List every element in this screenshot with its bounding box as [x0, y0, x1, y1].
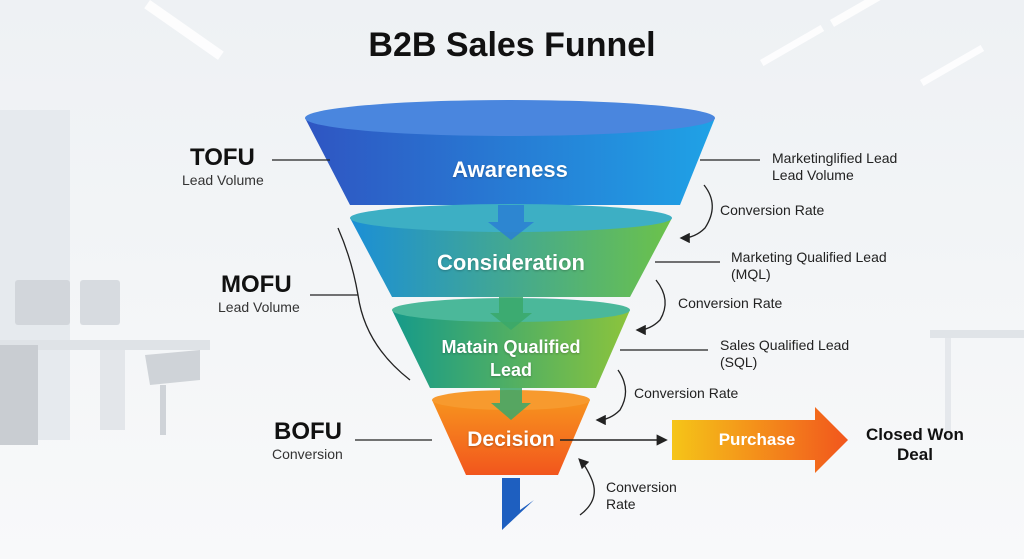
closed-won-line2: Deal: [897, 445, 933, 464]
conversion-rate-4-line1: Conversion: [606, 479, 677, 495]
stage-awareness-label: Awareness: [452, 157, 568, 182]
note-mql-line2: (MQL): [731, 266, 771, 282]
stage-awareness-shape: [305, 100, 715, 205]
bottom-down-arrow: [502, 478, 534, 530]
bofu-title: BOFU: [274, 418, 342, 445]
conversion-rate-4-line2: Rate: [606, 496, 636, 512]
stage-qualified-lead-line2: Lead: [489, 360, 532, 380]
stage-consideration-label: Consideration: [437, 250, 585, 275]
tofu-subtitle: Lead Volume: [182, 172, 264, 188]
stage-decision-label: Decision: [467, 428, 555, 451]
conversion-rate-3: Conversion Rate: [634, 385, 739, 401]
conversion-rate-4: Conversion Rate: [606, 479, 677, 513]
connector-arrows: [488, 205, 534, 420]
note-marketing-lead-line1: Marketinglified Lead: [772, 150, 898, 166]
note-sql: Sales Qualified Lead (SQL): [720, 337, 849, 371]
note-mql-line1: Marketing Qualified Lead: [731, 249, 887, 265]
conversion-rate-2: Conversion Rate: [678, 295, 783, 311]
note-marketing-lead-line2: Lead Volume: [772, 167, 854, 183]
purchase-label: Purchase: [718, 430, 796, 449]
conversion-rate-1: Conversion Rate: [720, 202, 825, 218]
tofu-title: TOFU: [190, 144, 255, 171]
mofu-subtitle: Lead Volume: [218, 299, 300, 315]
stage-qualified-lead-label: Matain Qualified Lead: [415, 336, 607, 382]
stage-qualified-lead-line1: Matain Qualified: [441, 337, 581, 357]
bofu-subtitle: Conversion: [272, 446, 343, 462]
mofu-title: MOFU: [221, 271, 292, 298]
note-mql: Marketing Qualified Lead (MQL): [731, 249, 887, 283]
closed-won-line1: Closed Won: [866, 425, 964, 444]
page-title: B2B Sales Funnel: [368, 26, 656, 64]
note-sql-line2: (SQL): [720, 354, 758, 370]
note-sql-line1: Sales Qualified Lead: [720, 337, 850, 353]
purchase-arrow-shape: [672, 407, 848, 473]
closed-won-deal: Closed Won Deal: [850, 425, 980, 465]
note-marketing-lead: Marketinglified Lead Lead Volume: [772, 150, 897, 184]
